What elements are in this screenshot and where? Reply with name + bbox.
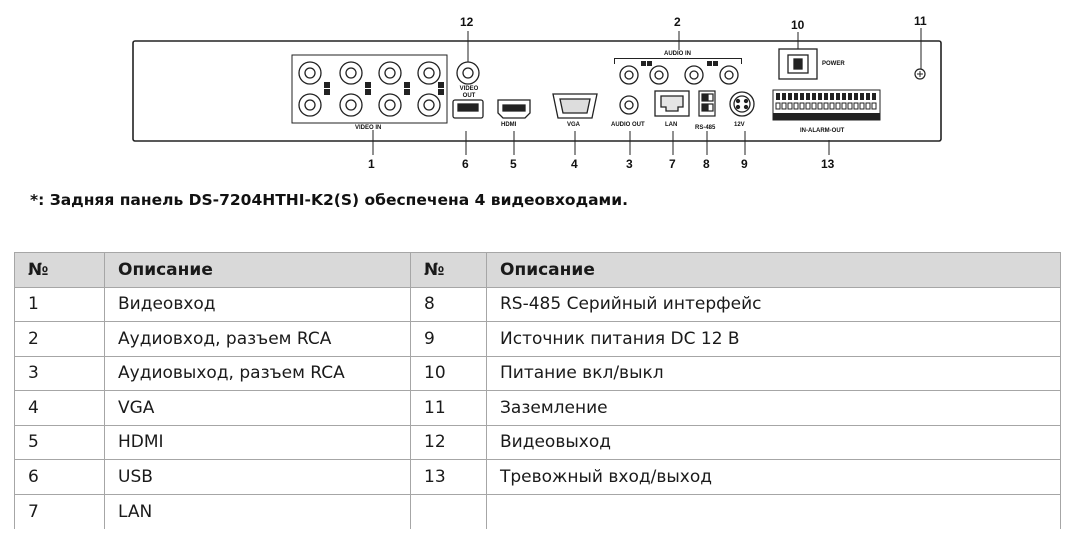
table-header-row: № Описание № Описание [14, 252, 1061, 288]
caption-asterisk: * [30, 191, 39, 209]
header-number-right: № [410, 252, 487, 288]
audio-in-connectors [614, 58, 742, 85]
cell-number: 7 [14, 493, 105, 529]
cell-description [486, 493, 1061, 529]
connector-table: № Описание № Описание 1 Видеовход 8 RS-4… [14, 252, 1061, 529]
usb-port [452, 99, 484, 119]
table-row: 7 LAN [14, 493, 1061, 529]
cell-number [410, 493, 487, 529]
lan-port [654, 90, 690, 117]
cell-number: 12 [410, 424, 487, 460]
video-out-label: VIDEO OUT [459, 86, 479, 99]
callout-8: 8 [703, 157, 710, 171]
callout-3: 3 [626, 157, 633, 171]
table-row: 6 USB 13 Тревожный вход/выход [14, 459, 1061, 495]
dc12v-label: 12V [734, 122, 745, 128]
cell-description: HDMI [104, 424, 411, 460]
rs485-terminal [698, 90, 716, 117]
cell-description: Видеовход [104, 286, 411, 322]
cell-description: RS-485 Серийный интерфейс [486, 286, 1061, 322]
callout-7: 7 [669, 157, 676, 171]
cell-number: 11 [410, 390, 487, 426]
caption-text: : Задняя панель DS-7204HTHI-K2(S) обеспе… [38, 191, 628, 209]
video-in-connectors [291, 54, 448, 124]
callout-2: 2 [674, 15, 681, 29]
cell-description: Питание вкл/выкл [486, 355, 1061, 391]
cell-description: Аудиовыход, разъем RCA [104, 355, 411, 391]
audio-in-label: AUDIO IN [664, 51, 691, 57]
callout-12: 12 [460, 15, 474, 29]
cell-number: 6 [14, 459, 105, 495]
cell-description: Видеовыход [486, 424, 1061, 460]
rear-panel-drawing [132, 28, 942, 155]
table-row: 4 VGA 11 Заземление [14, 390, 1061, 426]
callout-lines [372, 28, 922, 155]
video-out-connector [456, 61, 480, 85]
cell-number: 9 [410, 321, 487, 357]
power-switch [778, 48, 818, 80]
rear-panel-diagram: VIDEO IN VIDEO OUT HDMI VGA AUDIO IN AUD… [0, 0, 1075, 180]
video-in-channel-marks [324, 82, 444, 95]
hdmi-port [497, 99, 531, 119]
vga-label: VGA [567, 122, 581, 128]
vga-port [552, 93, 598, 119]
alarm-terminal-block [772, 89, 881, 121]
cell-description: Заземление [486, 390, 1061, 426]
cell-number: 4 [14, 390, 105, 426]
callout-4: 4 [571, 157, 578, 171]
callout-10: 10 [791, 18, 805, 32]
header-description-left: Описание [104, 252, 411, 288]
table-row: 1 Видеовход 8 RS-485 Серийный интерфейс [14, 286, 1061, 322]
lan-label: LAN [665, 122, 678, 128]
callout-13: 13 [821, 157, 835, 171]
cell-number: 13 [410, 459, 487, 495]
cell-number: 2 [14, 321, 105, 357]
cell-description: VGA [104, 390, 411, 426]
video-in-label: VIDEO IN [355, 125, 382, 131]
header-description-right: Описание [486, 252, 1061, 288]
cell-description: Тревожный вход/выход [486, 459, 1061, 495]
cell-number: 8 [410, 286, 487, 322]
callout-5: 5 [510, 157, 517, 171]
audio-in-channel-marks [641, 61, 718, 66]
power-switch-label: POWER [822, 61, 845, 67]
alarm-label: IN-ALARM-OUT [800, 128, 845, 134]
table-row: 3 Аудиовыход, разъем RCA 10 Питание вкл/… [14, 355, 1061, 391]
rs485-label: RS-485 [695, 125, 716, 131]
cell-description: USB [104, 459, 411, 495]
table-row: 2 Аудиовход, разъем RCA 9 Источник питан… [14, 321, 1061, 357]
header-number-left: № [14, 252, 105, 288]
cell-description: Аудиовход, разъем RCA [104, 321, 411, 357]
hdmi-label: HDMI [501, 122, 517, 128]
cell-description: LAN [104, 493, 411, 529]
cell-description: Источник питания DC 12 В [486, 321, 1061, 357]
callout-6: 6 [462, 157, 469, 171]
audio-out-label: AUDIO OUT [611, 122, 645, 128]
cell-number: 1 [14, 286, 105, 322]
cell-number: 10 [410, 355, 487, 391]
table-row: 5 HDMI 12 Видеовыход [14, 424, 1061, 460]
audio-out-connector [619, 95, 639, 115]
cell-number: 3 [14, 355, 105, 391]
cell-number: 5 [14, 424, 105, 460]
callout-11: 11 [914, 14, 927, 28]
callout-9: 9 [741, 157, 748, 171]
ground-terminal [914, 68, 926, 80]
dc-power-connector [729, 91, 755, 117]
callout-1: 1 [368, 157, 375, 171]
caption-note: *: Задняя панель DS-7204HTHI-K2(S) обесп… [30, 191, 628, 209]
